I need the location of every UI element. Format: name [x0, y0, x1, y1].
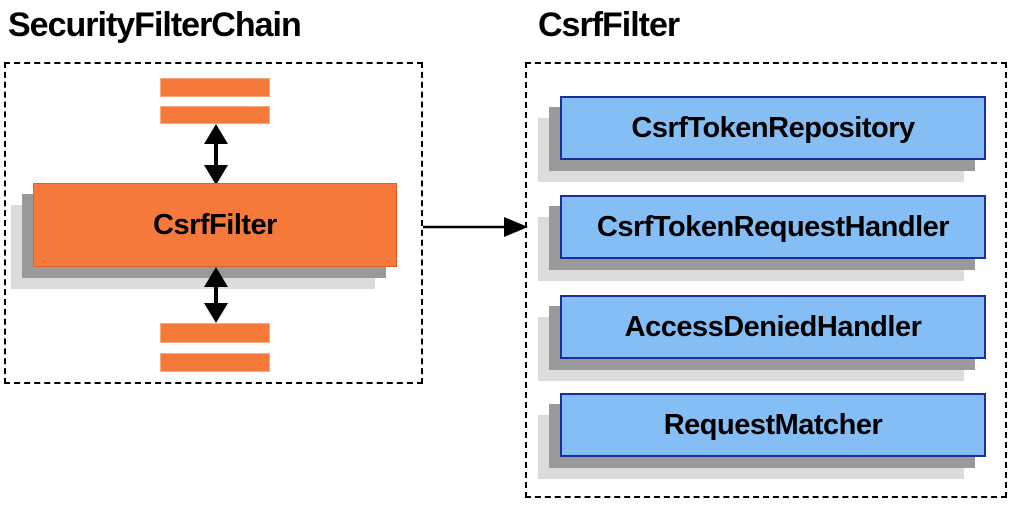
component-label: RequestMatcher	[663, 408, 883, 441]
bidirectional-arrow-icon	[204, 124, 228, 185]
component-box-csrf-token-request-handler: CsrfTokenRequestHandler	[560, 195, 986, 259]
bidirectional-arrow-icon	[204, 267, 228, 323]
component-box-access-denied-handler: AccessDeniedHandler	[560, 295, 986, 359]
filter-placeholder-bar	[160, 353, 270, 372]
csrf-filter-label: CsrfFilter	[153, 208, 277, 241]
filter-placeholder-bar	[160, 106, 270, 124]
csrf-filter-container	[525, 62, 1007, 498]
component-box-request-matcher: RequestMatcher	[560, 393, 986, 457]
component-label: CsrfTokenRepository	[631, 111, 915, 144]
component-box-csrf-token-repository: CsrfTokenRepository	[560, 96, 986, 160]
csrf-filter-section-title: CsrfFilter	[538, 6, 680, 44]
csrf-filter-node: CsrfFilter	[33, 183, 397, 267]
component-label: CsrfTokenRequestHandler	[596, 210, 950, 243]
component-label: AccessDeniedHandler	[624, 310, 922, 343]
security-filter-chain-container	[4, 62, 423, 384]
security-filter-chain-title: SecurityFilterChain	[8, 6, 302, 44]
flow-arrow-icon	[423, 217, 528, 237]
filter-placeholder-bar	[160, 78, 270, 97]
filter-placeholder-bar	[160, 323, 270, 343]
